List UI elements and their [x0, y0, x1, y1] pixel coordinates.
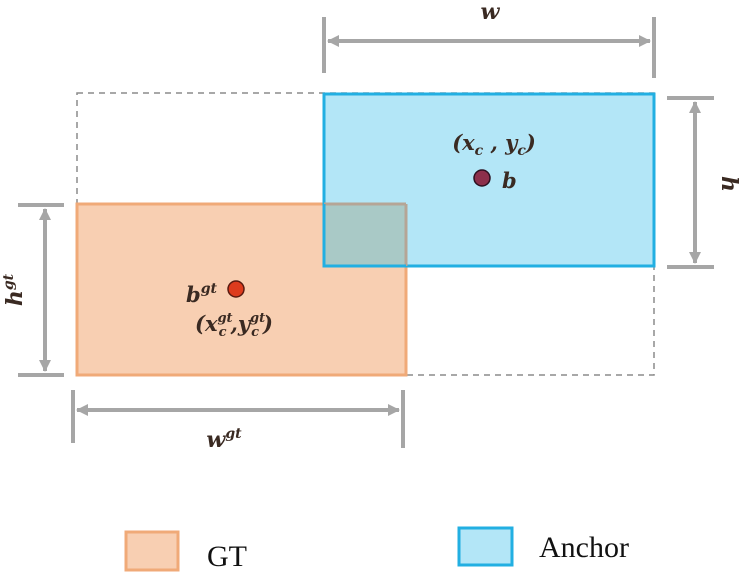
gt-height-dimension — [18, 203, 64, 377]
legend-gt-swatch — [124, 530, 180, 572]
anchor-center-label: b — [502, 168, 517, 193]
gt-center-dot — [227, 280, 245, 298]
gt-width-label: wgt — [206, 426, 242, 453]
anchor-center-dot — [473, 169, 491, 187]
anchor-height-label: h — [716, 176, 742, 192]
gt-center-label: bgt — [186, 281, 217, 307]
gt-width-dimension — [71, 390, 405, 448]
anchor-center-coordinates: (xc , yc) — [452, 130, 536, 159]
legend-gt-label: GT — [207, 540, 247, 573]
gt-height-label: hgt — [1, 273, 28, 306]
overlap-region — [324, 204, 406, 266]
legend-anchor-label: Anchor — [539, 531, 629, 564]
anchor-height-dimension — [667, 96, 714, 269]
anchor-width-dimension — [322, 17, 656, 78]
legend-anchor-swatch — [457, 526, 514, 567]
anchor-width-label: w — [481, 0, 501, 25]
